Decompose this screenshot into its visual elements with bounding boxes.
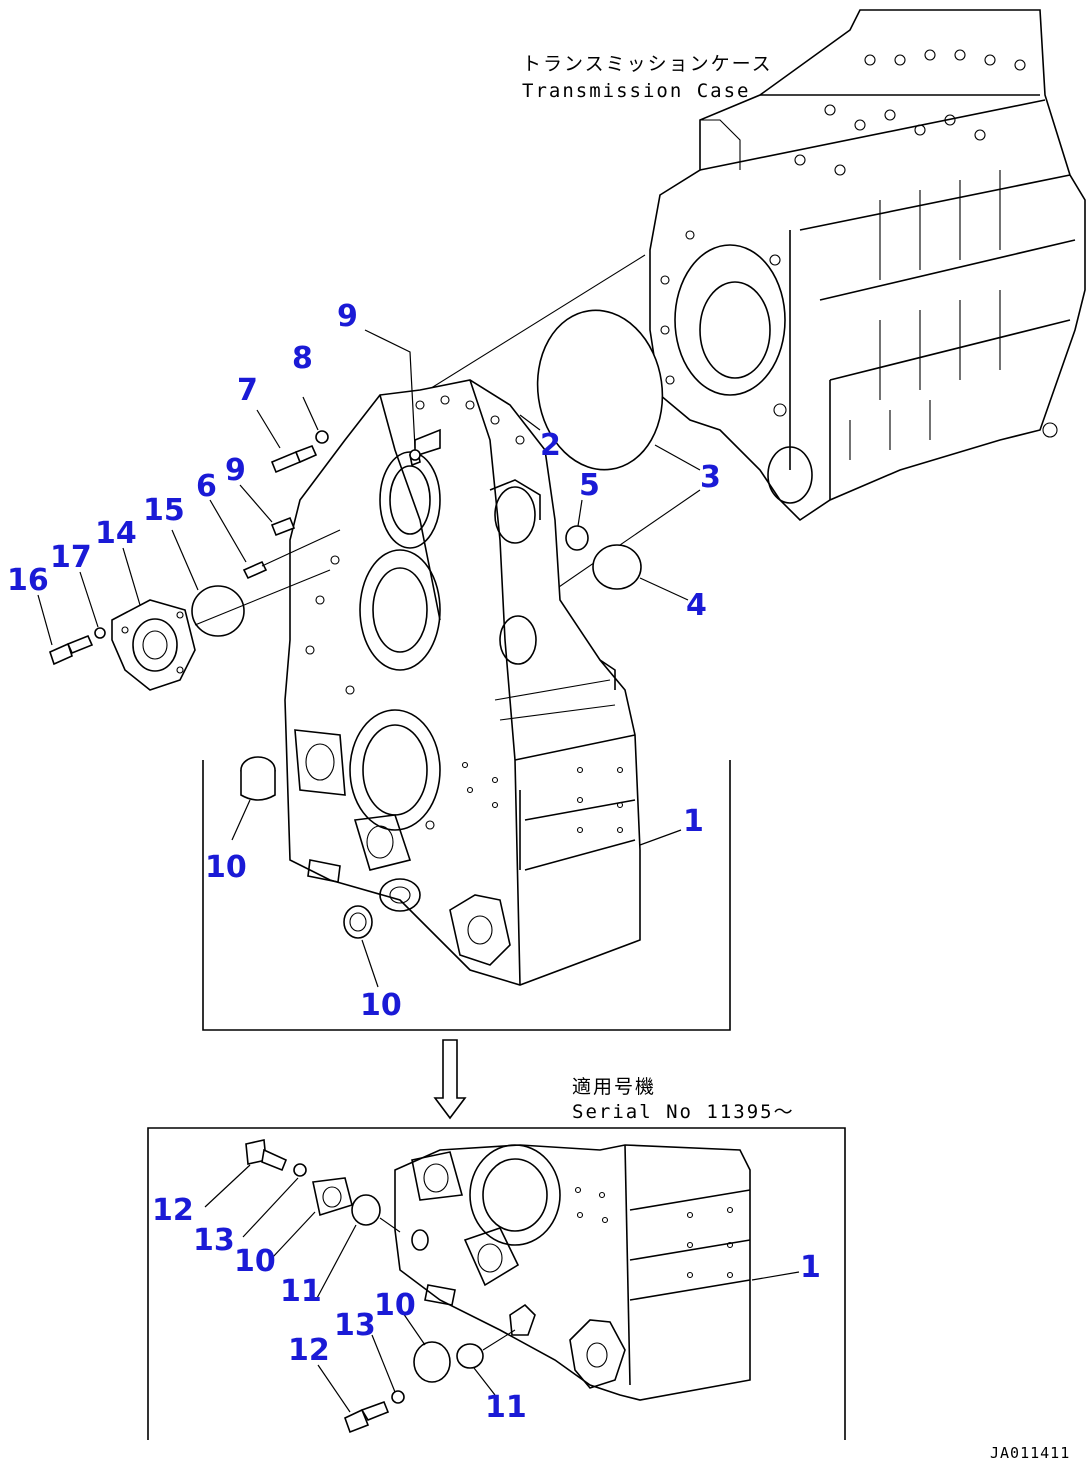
transmission-case-en-label: Transmission Case <box>522 80 750 102</box>
cover-10-inset-lower <box>413 1341 451 1383</box>
callout-13-lower: 13 <box>334 1308 376 1343</box>
transfer-housing <box>284 379 641 986</box>
inset-frame <box>147 1127 846 1440</box>
callout-10-inset-lower: 10 <box>374 1288 416 1323</box>
washer-8 <box>315 430 329 444</box>
callout-7: 7 <box>237 373 258 408</box>
alignment-line <box>419 254 646 396</box>
washer-13-upper <box>293 1163 307 1177</box>
callout-12-upper: 12 <box>152 1193 194 1228</box>
callout-10-lower: 10 <box>360 988 402 1023</box>
callout-2: 2 <box>540 428 561 463</box>
callout-13-upper: 13 <box>193 1223 235 1258</box>
cover-10-inset-upper <box>312 1177 353 1217</box>
plug-10-upper <box>240 756 276 801</box>
callout-16: 16 <box>7 563 49 598</box>
callout-17: 17 <box>50 540 92 575</box>
callout-9-mid: 9 <box>225 453 246 488</box>
housing-detail <box>394 1144 751 1401</box>
callout-10-upper: 10 <box>205 850 247 885</box>
leader-lines <box>37 329 800 1413</box>
callout-14: 14 <box>95 516 137 551</box>
plug-10-lower <box>343 905 373 939</box>
pin-6 <box>242 560 268 580</box>
cover-14 <box>111 599 196 691</box>
callout-1-lower: 1 <box>800 1250 821 1285</box>
o-ring-11-upper <box>351 1194 381 1226</box>
callout-6: 6 <box>196 469 217 504</box>
callout-10-inset-upper: 10 <box>234 1244 276 1279</box>
o-ring-5 <box>565 525 589 551</box>
washer-17 <box>94 627 106 639</box>
drawing-code: JA011411 <box>990 1444 1070 1462</box>
transmission-case <box>649 9 1086 522</box>
callout-11-lower: 11 <box>485 1390 527 1425</box>
o-ring-11-lower <box>456 1343 484 1369</box>
serial-en-label: Serial No 11395〜 <box>572 1101 795 1123</box>
bolt-7 <box>270 444 318 474</box>
callout-1-upper: 1 <box>683 804 704 839</box>
callout-4: 4 <box>686 588 707 623</box>
bolt-16 <box>49 634 94 666</box>
callout-3: 3 <box>700 460 721 495</box>
plug-9-mid <box>270 516 296 537</box>
callout-8: 8 <box>292 341 313 376</box>
transmission-case-jp-label: トランスミッションケース <box>522 53 773 75</box>
assembly-bracket <box>202 760 731 1031</box>
bolt-12-lower <box>344 1400 390 1434</box>
o-ring-4 <box>592 544 642 590</box>
washer-13-lower <box>391 1390 405 1404</box>
callout-5: 5 <box>579 468 600 503</box>
arrow-down-icon <box>433 1039 467 1120</box>
plug-9-top <box>409 449 421 461</box>
callout-11-upper: 11 <box>280 1274 322 1309</box>
o-ring-15 <box>191 585 245 637</box>
gasket-3 <box>536 309 664 471</box>
serial-jp-label: 適用号機 <box>572 1076 656 1098</box>
bolt-12-upper <box>245 1139 288 1172</box>
callout-9-top: 9 <box>337 299 358 334</box>
callout-15: 15 <box>143 493 185 528</box>
callout-12-lower: 12 <box>288 1333 330 1368</box>
